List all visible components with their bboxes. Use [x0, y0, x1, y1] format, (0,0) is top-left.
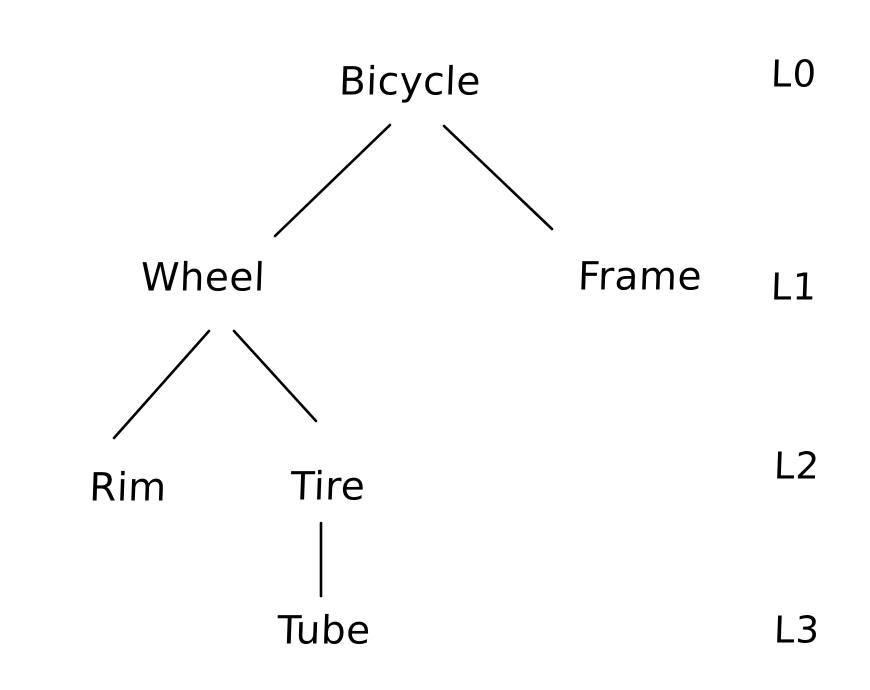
edge-wheel-to-tire: [232, 329, 318, 423]
node-tire[interactable]: Tire: [289, 464, 367, 510]
level-label-l3: L3: [773, 608, 821, 652]
node-rim[interactable]: Rim: [88, 465, 168, 511]
node-frame[interactable]: Frame: [577, 254, 703, 300]
level-label-l2: L2: [773, 444, 821, 488]
level-label-l0: L0: [770, 52, 818, 96]
node-tube[interactable]: Tube: [276, 608, 372, 654]
level-label-l1: L1: [770, 265, 818, 309]
edge-wheel-to-rim: [112, 329, 211, 440]
node-wheel[interactable]: Wheel: [139, 255, 267, 301]
edge-bicycle-to-wheel: [273, 123, 392, 238]
edge-bicycle-to-frame: [442, 124, 554, 231]
node-bicycle[interactable]: Bicycle: [338, 59, 482, 105]
